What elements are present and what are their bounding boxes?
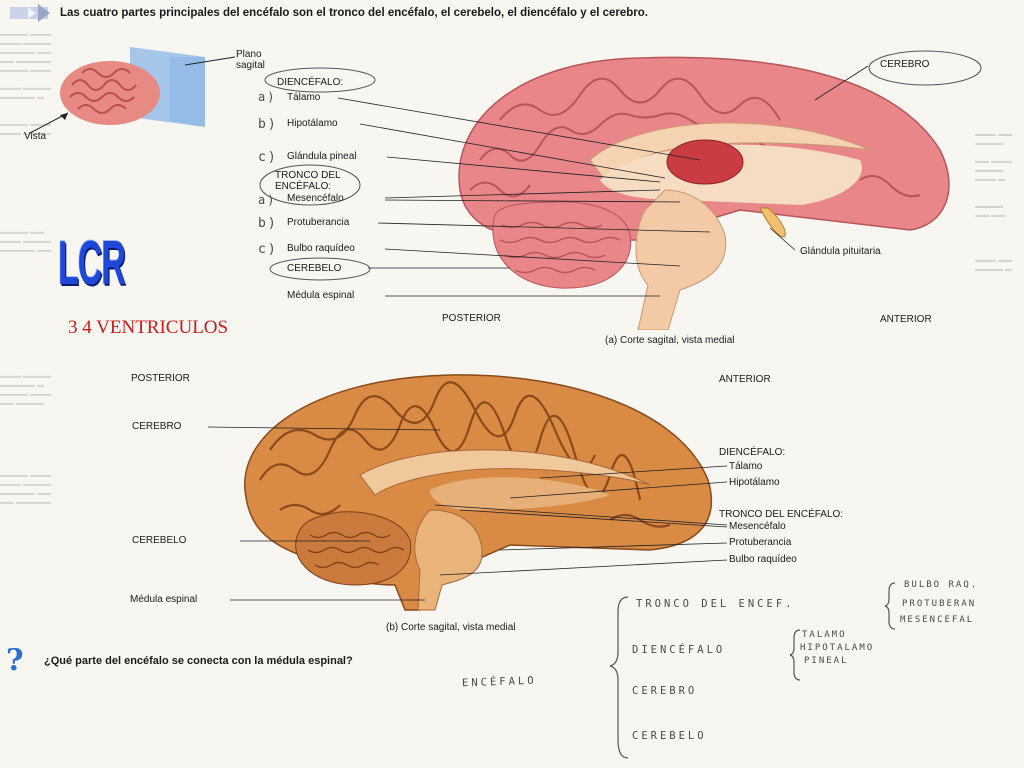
note-protuberancia: PROTUBERAN	[902, 599, 977, 609]
label-a-tronco1: TRONCO DEL	[275, 170, 341, 181]
ventriculos-note: 3 4 VENTRICULOS	[68, 317, 229, 338]
inset-label-sagital: sagital	[236, 60, 265, 71]
label-a-tronco2: ENCÉFALO:	[275, 181, 332, 192]
leader-lines-a	[337, 65, 869, 297]
answer-handwritten: ENCÉFALO	[461, 674, 537, 690]
real-brain-photo	[244, 374, 713, 611]
mark-a2: a)	[258, 193, 277, 207]
question-mark-icon: ?	[6, 643, 24, 678]
label-a-pituitaria: Glándula pituitaria	[800, 246, 881, 257]
label-b-protuberancia: Protuberancia	[729, 537, 792, 548]
mark-b1: b)	[258, 117, 278, 132]
label-a-cerebelo: CEREBELO	[287, 263, 342, 274]
header-text: Las cuatro partes principales del encéfa…	[60, 7, 648, 19]
label-b-medula: Médula espinal	[130, 594, 198, 605]
label-b-tronco: TRONCO DEL ENCÉFALO:	[719, 509, 844, 520]
label-b-bulbo: Bulbo raquídeo	[729, 554, 797, 565]
label-b-hipotalamo: Hipotálamo	[729, 477, 780, 488]
label-a-diencefalo: DIENCÉFALO:	[277, 77, 344, 88]
note-bulbo: BULBO RAQ.	[904, 580, 979, 590]
note-pineal: PINEAL	[804, 656, 849, 666]
note-tronco: TRONCO DEL ENCEF.	[636, 598, 795, 610]
label-b-talamo: Tálamo	[729, 461, 763, 472]
label-a-talamo: Tálamo	[287, 92, 321, 103]
label-b-anterior: ANTERIOR	[719, 374, 771, 385]
handwritten-circle-cerebro	[868, 50, 982, 86]
question-text: ¿Qué parte del encéfalo se conecta con l…	[44, 655, 353, 667]
inset-label-plano: Plano	[236, 49, 262, 60]
label-a-anterior: ANTERIOR	[880, 314, 932, 325]
label-b-cerebelo: CEREBELO	[132, 535, 187, 546]
label-b-posterior: POSTERIOR	[131, 373, 190, 384]
label-b-diencefalo: DIENCÉFALO:	[719, 447, 786, 458]
mark-b2: b)	[258, 216, 278, 231]
caption-a: (a) Corte sagital, vista medial	[605, 335, 735, 346]
lcr-title: LCR	[58, 229, 126, 298]
label-a-protuberancia: Protuberancia	[287, 217, 350, 228]
note-cerebro: CEREBRO	[632, 685, 698, 697]
inset-brain-illustration	[29, 47, 236, 134]
sagittal-brain-illustration	[458, 56, 950, 330]
label-a-mesencefalo: Mesencéfalo	[287, 193, 344, 204]
note-cerebelo: CEREBELO	[632, 730, 707, 742]
mark-c2: c)	[258, 242, 278, 257]
header-arrow-icon	[10, 4, 50, 22]
mark-a1: a)	[258, 90, 277, 104]
note-mesencefalo: MESENCEFAL	[900, 615, 975, 625]
handwritten-braces	[609, 582, 896, 759]
caption-b: (b) Corte sagital, vista medial	[386, 622, 516, 633]
bleed-through-left: ▬▬▬▬ ▬▬▬▬▬▬ ▬▬▬▬▬▬▬▬▬ ▬▬▬▬ ▬▬▬▬▬▬▬▬▬ ▬▬▬…	[0, 31, 51, 506]
label-a-posterior: POSTERIOR	[442, 313, 501, 324]
label-a-medula: Médula espinal	[287, 290, 355, 301]
note-hipotalamo: HIPOTALAMO	[800, 643, 875, 653]
leader-lines-b	[207, 426, 728, 601]
note-talamo: TALAMO	[802, 630, 847, 640]
label-a-bulbo: Bulbo raquídeo	[287, 243, 355, 254]
label-a-cerebro: CEREBRO	[880, 59, 930, 70]
bleed-through-right: ▬▬▬ ▬▬▬▬▬▬▬▬ ▬▬▬▬▬▬▬▬▬▬ ▬▬▬▬▬▬▬ ▬▬▬▬▬ ▬▬…	[975, 131, 1012, 273]
label-a-pineal: Glándula pineal	[287, 151, 357, 162]
mark-c1: c)	[258, 150, 278, 165]
label-b-cerebro: CEREBRO	[132, 421, 182, 432]
label-a-hipotalamo: Hipotálamo	[287, 118, 338, 129]
label-b-mesencefalo: Mesencéfalo	[729, 521, 786, 532]
handwritten-circles-a	[259, 67, 376, 281]
inset-label-vista: Vista	[24, 131, 47, 142]
note-diencefalo: DIENCÉFALO	[632, 644, 726, 656]
